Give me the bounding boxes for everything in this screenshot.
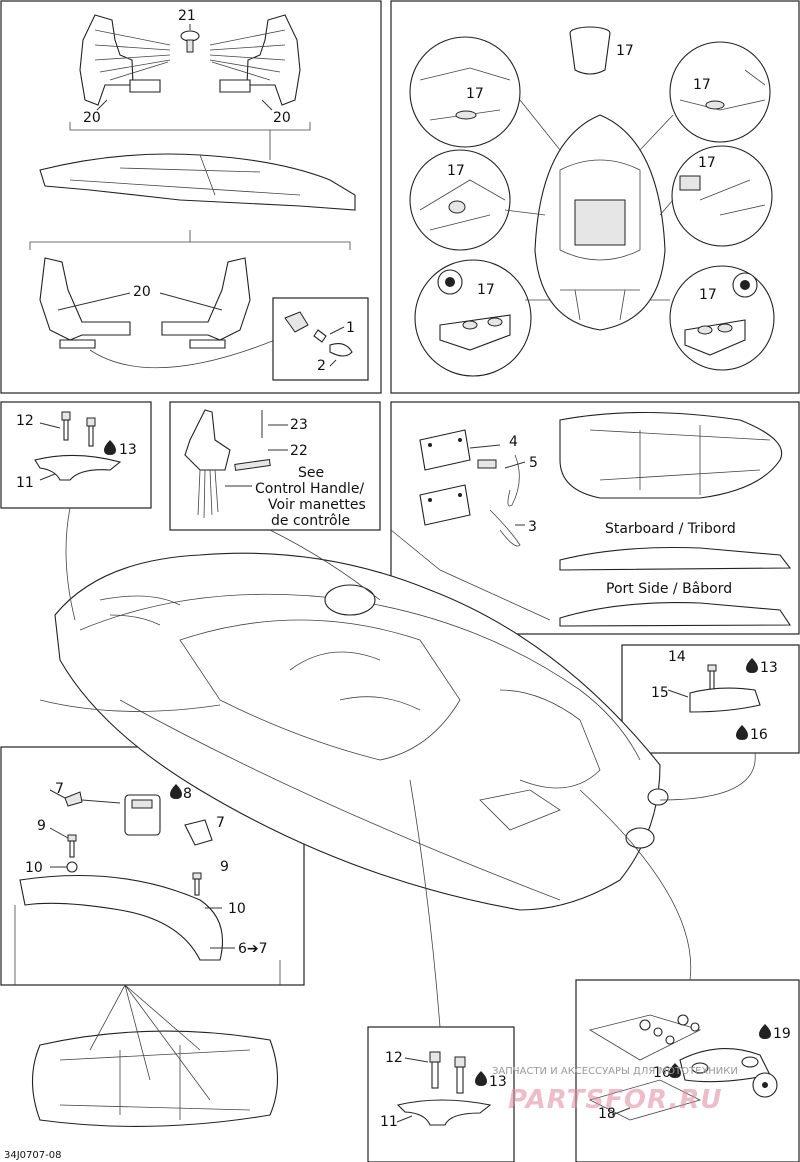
- drop-icon: [170, 784, 182, 799]
- main-boat: [54, 552, 669, 911]
- bolster-right-top: [209, 14, 301, 106]
- callout-9: 9: [37, 818, 46, 834]
- callout-13: 13: [760, 660, 778, 676]
- stern-cleat-screws: [429, 1051, 466, 1094]
- starboard-label: Starboard / Tribord: [605, 521, 736, 537]
- hull-port: [559, 602, 792, 627]
- callout-7: 7: [55, 781, 64, 797]
- detail-circle-3: [414, 259, 532, 377]
- detail-circle-5: [671, 145, 773, 247]
- bolster-left-lower: [39, 257, 131, 349]
- hull-top-outline: [559, 411, 783, 499]
- detail-circle-1: [409, 36, 521, 148]
- hull-starboard: [559, 546, 792, 571]
- callout-22: 22: [290, 443, 308, 459]
- cable-tie-3: [489, 509, 521, 547]
- clip-part-1: [284, 311, 353, 357]
- callout-12: 12: [385, 1050, 403, 1066]
- callout-21: 21: [178, 8, 196, 24]
- callout-11: 11: [380, 1114, 398, 1130]
- tie-mount-upper: [419, 429, 497, 471]
- fastener-21: [180, 24, 200, 53]
- callout-9: 9: [220, 859, 229, 875]
- callout-11: 11: [16, 475, 34, 491]
- side-cleat-15: [689, 687, 761, 713]
- drop-icon: [669, 1063, 681, 1078]
- bow-cleat-screws: [61, 411, 96, 447]
- callout-14: 14: [668, 649, 686, 665]
- see-caption-line2: Control Handle/: [255, 481, 364, 497]
- callout-17: 17: [447, 163, 465, 179]
- drop-icon: [736, 725, 748, 740]
- detail-circle-2: [409, 149, 511, 251]
- callout-17: 17: [466, 86, 484, 102]
- grab-handle-6: [19, 874, 224, 961]
- callout-17: 17: [616, 43, 634, 59]
- watermark-text: ЗАПЧАСТИ И АКСЕССУАРЫ ДЛЯ МОТОТЕХНИКИ: [492, 1066, 738, 1077]
- callout-2: 2: [317, 358, 326, 374]
- detail-circle-4: [669, 41, 771, 143]
- panel-stern-cleat: [367, 1026, 515, 1162]
- bow-cleat-11: [34, 454, 122, 481]
- boat-top-view: [534, 114, 666, 331]
- callout-17: 17: [698, 155, 716, 171]
- bolster-right-lower: [161, 257, 251, 349]
- callout-16: 16: [750, 727, 768, 743]
- callout-3: 3: [528, 519, 537, 535]
- callout-19: 19: [773, 1026, 791, 1042]
- callout-7: 7: [216, 815, 225, 831]
- reference-code: 34J0707-08: [4, 1150, 61, 1161]
- callout-17: 17: [477, 282, 495, 298]
- callout-20: 20: [133, 284, 151, 300]
- drop-icon: [475, 1071, 487, 1086]
- cupholder-17: [569, 26, 611, 75]
- drop-icon: [746, 658, 758, 673]
- callout-17: 17: [693, 77, 711, 93]
- callout-23: 23: [290, 417, 308, 433]
- boat-side-view-top: [39, 153, 356, 211]
- ski-tow-ring: [752, 1072, 778, 1098]
- screw-9-right: [192, 872, 202, 896]
- ski-tow-hardware: [588, 1014, 702, 1061]
- callout-5: 5: [529, 455, 538, 471]
- cable-tie-5: [507, 454, 520, 507]
- screw-9-left: [67, 834, 77, 858]
- callout-20: 20: [83, 110, 101, 126]
- callout-10: 10: [25, 860, 43, 876]
- callout-8: 8: [183, 786, 192, 802]
- grab-handle-cap-7: [184, 819, 213, 846]
- boat-rear-view: [32, 984, 278, 1127]
- watermark-logo: PARTSFOR.RU: [508, 1085, 722, 1115]
- callout-13: 13: [119, 442, 137, 458]
- see-caption-line1: See: [298, 465, 324, 481]
- see-caption-line3: Voir manettes: [268, 497, 366, 513]
- washer-10-left: [66, 861, 78, 873]
- callout-6-to-7: 6➔7: [238, 941, 268, 957]
- callout-16: 16: [653, 1065, 671, 1081]
- callout-1: 1: [346, 320, 355, 336]
- control-handle: [184, 409, 271, 519]
- detail-circle-6: [669, 265, 775, 371]
- callout-18: 18: [598, 1106, 616, 1122]
- callout-13: 13: [489, 1074, 507, 1090]
- drop-icon: [759, 1024, 771, 1039]
- grab-handle-cover: [64, 791, 83, 807]
- tie-mount-lower: [419, 484, 471, 526]
- callout-15: 15: [651, 685, 669, 701]
- bolster-left-top: [79, 14, 171, 106]
- port-side-label: Port Side / Bâbord: [606, 581, 732, 597]
- see-caption-line4: de contrôle: [271, 513, 350, 529]
- callout-4: 4: [509, 434, 518, 450]
- callout-20: 20: [273, 110, 291, 126]
- callout-10: 10: [228, 901, 246, 917]
- grab-handle-insert-8: [124, 794, 161, 836]
- drop-icon: [104, 440, 116, 455]
- callout-12: 12: [16, 413, 34, 429]
- stern-cleat-11: [396, 1099, 492, 1126]
- callout-17: 17: [699, 287, 717, 303]
